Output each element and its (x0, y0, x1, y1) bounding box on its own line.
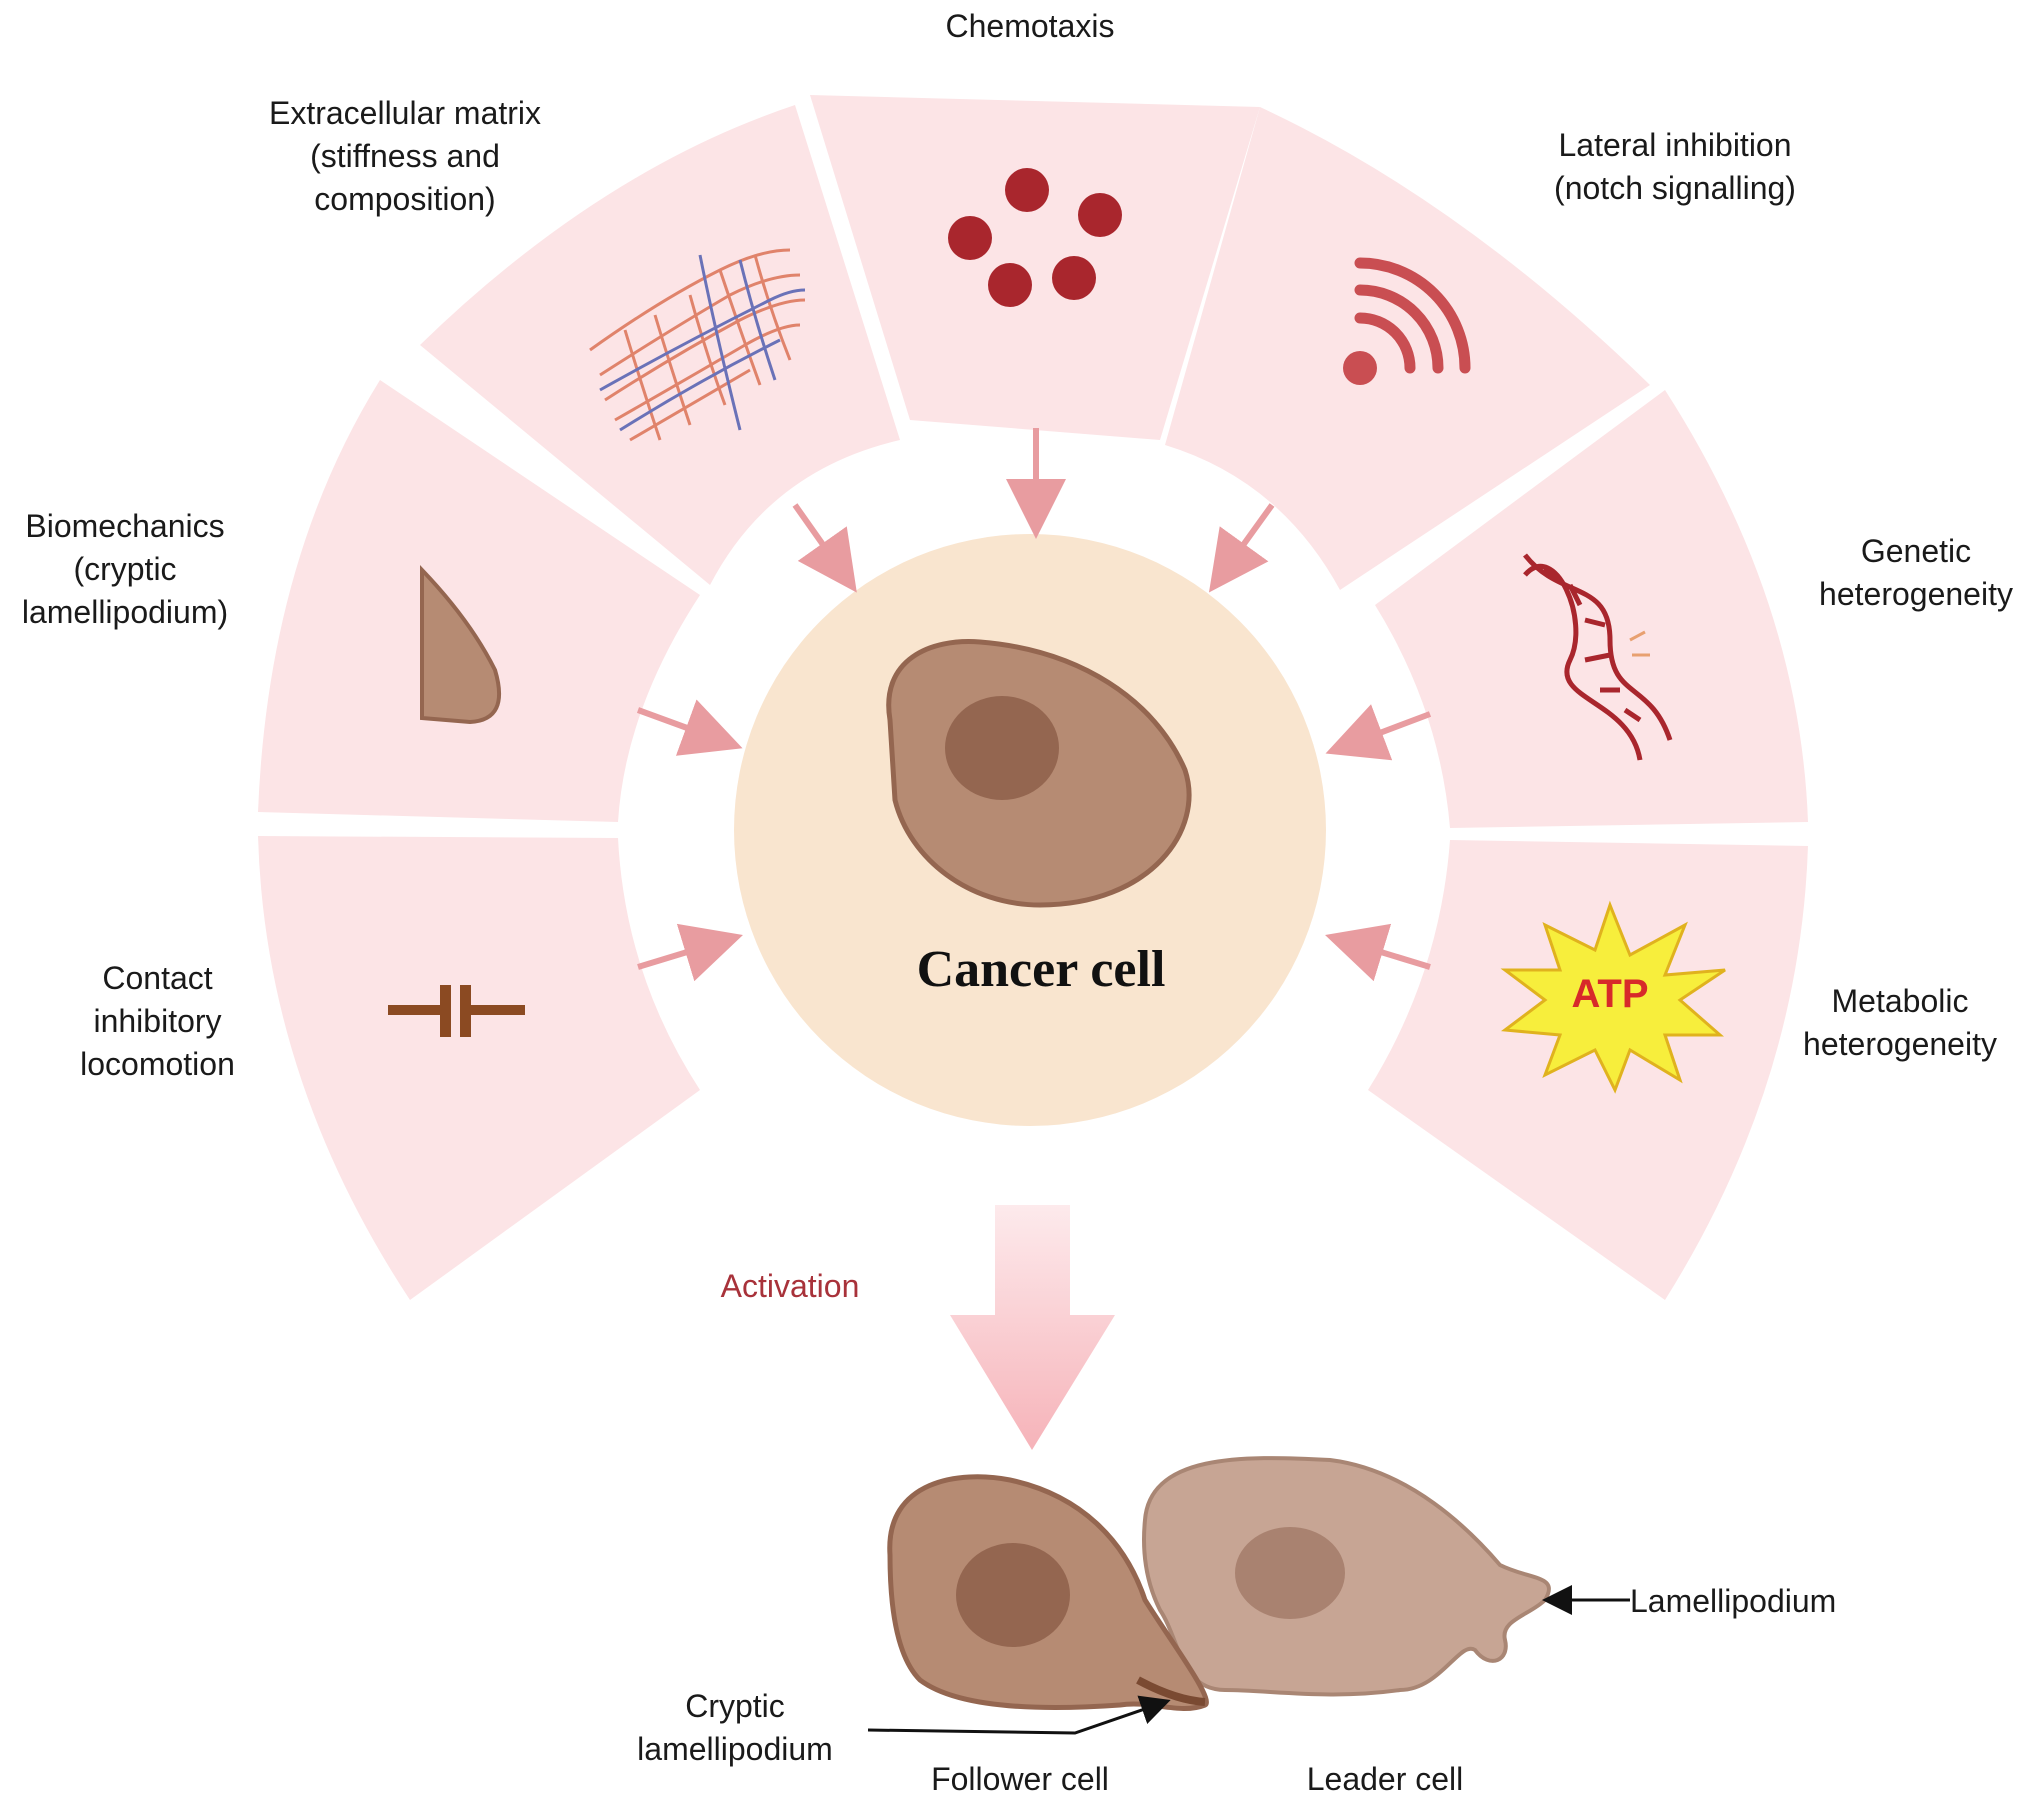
lateral-line-1: Lateral inhibition (1558, 127, 1792, 163)
contact-inhibition-icon (388, 985, 525, 1037)
cryptic-lamellipodium-contact (1136, 1676, 1206, 1706)
label-genetic: Genetic heterogeneity (1800, 530, 2032, 616)
label-follower-cell: Follower cell (900, 1758, 1140, 1801)
follower-cell-nucleus (956, 1543, 1070, 1647)
lateral-line-2: (notch signalling) (1554, 170, 1796, 206)
label-ecm: Extracellular matrix (stiffness and comp… (220, 92, 590, 221)
lamellipodium-text: Lamellipodium (1630, 1583, 1837, 1619)
genetic-line-1: Genetic (1860, 533, 1972, 569)
label-chemotaxis: Chemotaxis (880, 5, 1180, 48)
arrow-from-metabolic (1325, 923, 1431, 982)
biomechanics-line-1: Biomechanics (25, 508, 225, 544)
label-contact: Contact inhibitory locomotion (50, 957, 265, 1086)
atp-starburst-icon (1500, 900, 1726, 1094)
leader-text: Leader cell (1306, 1761, 1464, 1797)
segment-chemotaxis (810, 95, 1260, 440)
center-cell-nucleus (945, 696, 1059, 800)
label-biomechanics: Biomechanics (cryptic lamellipodium) (0, 505, 250, 634)
metabolic-line-1: Metabolic (1831, 983, 1969, 1019)
segment-metabolic (1368, 840, 1808, 1300)
arrow-from-biomechanics (636, 699, 743, 756)
cryptic-lamellipodium-pointer (867, 1695, 1171, 1735)
label-leader-cell: Leader cell (1265, 1758, 1505, 1801)
atp-label: ATP (1571, 972, 1649, 1016)
ecm-mesh-icon (589, 248, 806, 442)
ecm-line-2: (stiffness and (310, 138, 500, 174)
cryptic-line-1: Cryptic (685, 1688, 785, 1724)
biomechanics-line-2: (cryptic (73, 551, 177, 587)
cryptic-line-2: lamellipodium (637, 1731, 833, 1767)
contact-line-1: Contact (102, 960, 213, 996)
arrow-from-ecm (792, 503, 857, 593)
biomechanics-line-3: lamellipodium) (21, 594, 229, 630)
contact-line-2: inhibitory (93, 1003, 222, 1039)
center-cell-label: Cancer cell (916, 941, 1166, 998)
segment-genetic (1375, 390, 1808, 828)
segment-contact (258, 836, 700, 1300)
ecm-line-1: Extracellular matrix (268, 95, 542, 131)
arrow-from-lateral (1208, 503, 1275, 593)
chemotaxis-dots-icon (948, 168, 1122, 307)
label-lamellipodium: Lamellipodium (1630, 1580, 1870, 1623)
signal-waves-icon (1343, 257, 1471, 385)
leader-cell-body (1141, 1456, 1551, 1697)
dna-helix-icon (1523, 553, 1673, 761)
leader-cell-nucleus (1235, 1527, 1345, 1619)
metabolic-line-2: heterogeneity (1803, 1026, 1997, 1062)
arrow-from-genetic (1325, 704, 1432, 761)
label-lateral: Lateral inhibition (notch signalling) (1500, 124, 1850, 210)
activation-arrow (950, 1205, 1115, 1450)
segment-ecm (420, 105, 900, 585)
chemotaxis-line: Chemotaxis (945, 8, 1115, 44)
follower-text: Follower cell (931, 1761, 1109, 1797)
arrow-from-contact (637, 923, 743, 982)
label-cryptic-lamellipodium: Cryptic lamellipodium (615, 1685, 855, 1771)
label-metabolic: Metabolic heterogeneity (1780, 980, 2020, 1066)
cryptic-lamellipodium-icon (420, 565, 501, 725)
genetic-line-2: heterogeneity (1819, 576, 2013, 612)
contact-line-3: locomotion (80, 1046, 235, 1082)
activation-label: Activation (720, 1268, 860, 1304)
segment-biomechanics (258, 380, 700, 822)
ecm-line-3: composition) (314, 181, 496, 217)
